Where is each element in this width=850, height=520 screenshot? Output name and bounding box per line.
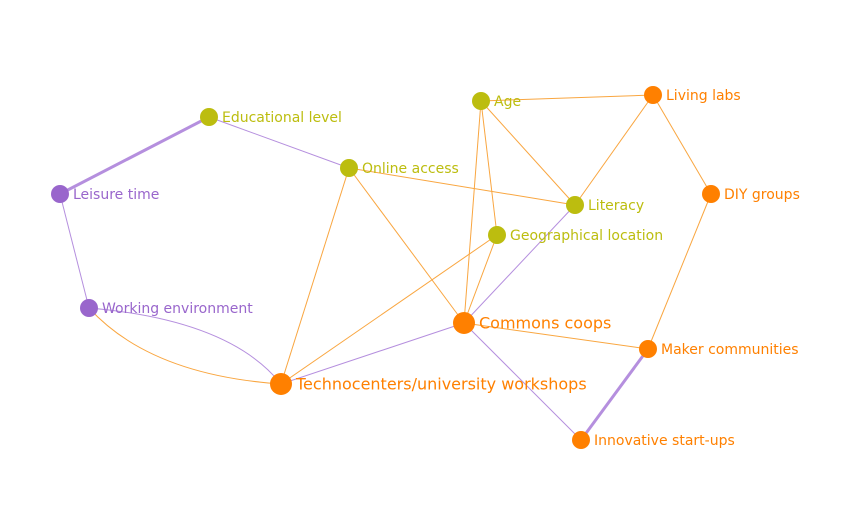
node-marker [51,185,69,203]
node-geographical-location[interactable]: Geographical location [488,226,663,244]
edge-commons-coops-to-maker-communities [463,322,649,350]
node-marker [644,86,662,104]
edge-diy-groups-to-maker-communities [647,193,712,350]
edge-online-access-to-commons-coops [348,167,465,324]
node-label: Educational level [222,110,342,126]
node-label: Technocenters/university workshops [295,375,587,394]
node-marker [572,431,590,449]
edge-living-labs-to-literacy [574,94,654,206]
edge-leisure-time-to-educational-level [59,115,210,196]
node-label: Leisure time [73,187,159,203]
edge-leisure-time-to-working-environment [59,193,90,309]
node-marker [702,185,720,203]
node-marker [270,373,292,395]
node-label: Geographical location [510,228,663,244]
edge-age-to-living-labs [480,94,654,102]
edge-geographical-location-to-technocenters [280,234,498,385]
edge-working-environment-to-technocenters [88,307,282,385]
node-label: DIY groups [724,187,800,203]
node-label: Literacy [588,198,644,214]
edge-online-access-to-technocenters [280,167,350,385]
node-innovative-startups[interactable]: Innovative start-ups [572,431,735,449]
node-living-labs[interactable]: Living labs [644,86,741,104]
node-marker [566,196,584,214]
node-label: Commons coops [479,314,611,333]
edge-age-to-geographical-location [480,100,498,236]
node-marker [472,92,490,110]
edge-commons-coops-to-innovative-startups [463,322,582,441]
node-technocenters[interactable]: Technocenters/university workshops [270,373,587,395]
node-marker [80,299,98,317]
node-literacy[interactable]: Literacy [566,196,644,214]
node-label: Age [494,94,521,110]
node-marker [639,340,657,358]
node-maker-communities[interactable]: Maker communities [639,340,799,358]
node-commons-coops[interactable]: Commons coops [453,312,611,334]
node-educational-level[interactable]: Educational level [200,108,342,126]
edge-online-access-to-literacy [348,167,576,206]
edge-educational-level-to-online-access [208,116,350,169]
edge-living-labs-to-diy-groups [652,94,712,195]
node-age[interactable]: Age [472,92,521,110]
edge-age-to-literacy [480,100,576,206]
edges-layer [59,94,712,441]
node-label: Living labs [666,88,741,104]
node-diy-groups[interactable]: DIY groups [702,185,800,203]
node-label: Working environment [102,301,253,317]
edge-literacy-to-commons-coops [463,204,576,324]
edge-geographical-location-to-commons-coops [463,234,498,324]
node-online-access[interactable]: Online access [340,159,459,177]
node-label: Innovative start-ups [594,433,735,449]
edge-age-to-commons-coops [463,100,482,324]
node-marker [200,108,218,126]
edge-maker-communities-to-innovative-startups [579,348,650,441]
node-marker [340,159,358,177]
node-leisure-time[interactable]: Leisure time [51,185,159,203]
node-working-environment[interactable]: Working environment [80,299,253,317]
edge-working-environment-to-technocenters [88,307,282,385]
node-label: Maker communities [661,342,799,358]
node-label: Online access [362,161,459,177]
node-marker [453,312,475,334]
edge-technocenters-to-commons-coops [280,322,465,385]
node-marker [488,226,506,244]
